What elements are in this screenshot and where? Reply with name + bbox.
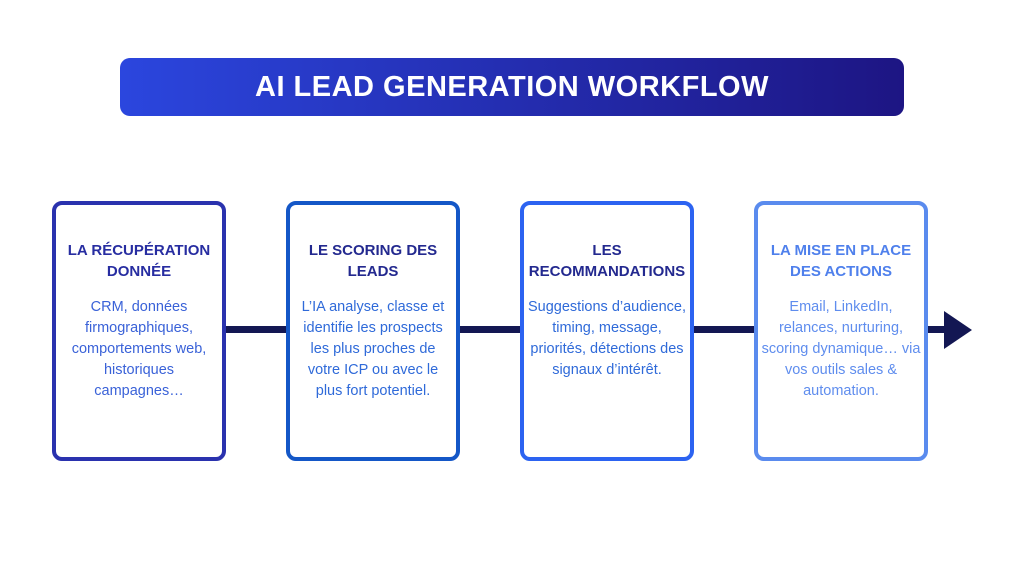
step-title: LES RECOMMANDATIONS [528,242,686,280]
step-body: Email, LinkedIn, relances, nurturing, sc… [761,299,921,400]
step-body: CRM, données firmographiques, comporteme… [71,299,207,400]
step-body: Suggestions d’audience, timing, message,… [527,299,686,379]
step-card-data-collection: LA RÉCUPÉRATION DONNÉE CRM, données firm… [52,201,226,461]
step-title: LA RÉCUPÉRATION DONNÉE [67,242,211,280]
banner: AI LEAD GENERATION WORKFLOW [120,58,904,116]
step-body: L’IA analyse, classe et identifie les pr… [301,299,445,400]
step-card-actions: LA MISE EN PLACE DES ACTIONS Email, Link… [754,201,928,461]
page-title: AI LEAD GENERATION WORKFLOW [255,70,769,103]
step-card-recommendations: LES RECOMMANDATIONS Suggestions d’audien… [520,201,694,461]
arrow-right-icon [944,311,972,349]
step-card-lead-scoring: LE SCORING DES LEADS L’IA analyse, class… [286,201,460,461]
step-title: LA MISE EN PLACE DES ACTIONS [770,242,912,280]
step-title: LE SCORING DES LEADS [308,242,438,280]
